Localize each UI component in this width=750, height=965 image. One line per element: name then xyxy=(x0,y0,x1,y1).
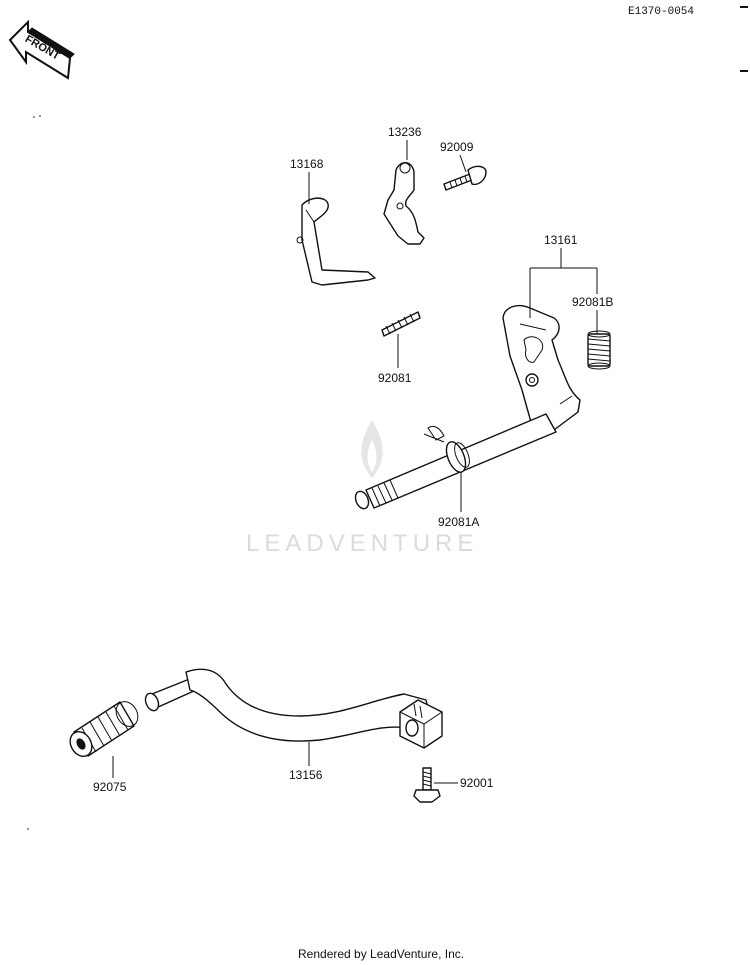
watermark-text: LEADVENTURE xyxy=(246,530,478,557)
edge-mark xyxy=(740,70,748,72)
speck xyxy=(33,116,35,118)
label-13161: 13161 xyxy=(544,233,578,247)
label-92075: 92075 xyxy=(93,780,127,794)
front-arrow-icon: FRONT xyxy=(8,19,75,80)
footer-text: Rendered by LeadVenture, Inc. xyxy=(298,947,464,961)
part-13236-plate xyxy=(383,162,425,245)
part-13156-shift-pedal xyxy=(144,668,443,749)
edge-mark xyxy=(740,6,748,8)
diagram-code: E1370-0054 xyxy=(628,6,694,18)
speck xyxy=(39,115,41,117)
label-13156: 13156 xyxy=(289,768,323,782)
label-92081A: 92081A xyxy=(438,515,479,529)
label-92009: 92009 xyxy=(440,140,474,154)
label-92001: 92001 xyxy=(460,776,494,790)
part-92081B-spring xyxy=(587,330,611,370)
label-92081: 92081 xyxy=(378,371,412,385)
watermark: LEADVENTURE xyxy=(246,420,478,557)
label-13236: 13236 xyxy=(388,125,422,139)
leader-92009 xyxy=(459,154,467,173)
part-92075-rubber xyxy=(69,701,139,758)
leader-13161 xyxy=(529,248,598,318)
part-13161-shift-shaft xyxy=(354,304,581,510)
label-92081B: 92081B xyxy=(572,295,613,309)
label-13168: 13168 xyxy=(290,157,324,171)
part-92081-spring xyxy=(381,311,421,337)
speck xyxy=(27,828,29,830)
part-92009-screw xyxy=(443,165,487,191)
part-13168-bracket xyxy=(296,197,376,286)
part-92001-bolt xyxy=(413,767,441,803)
